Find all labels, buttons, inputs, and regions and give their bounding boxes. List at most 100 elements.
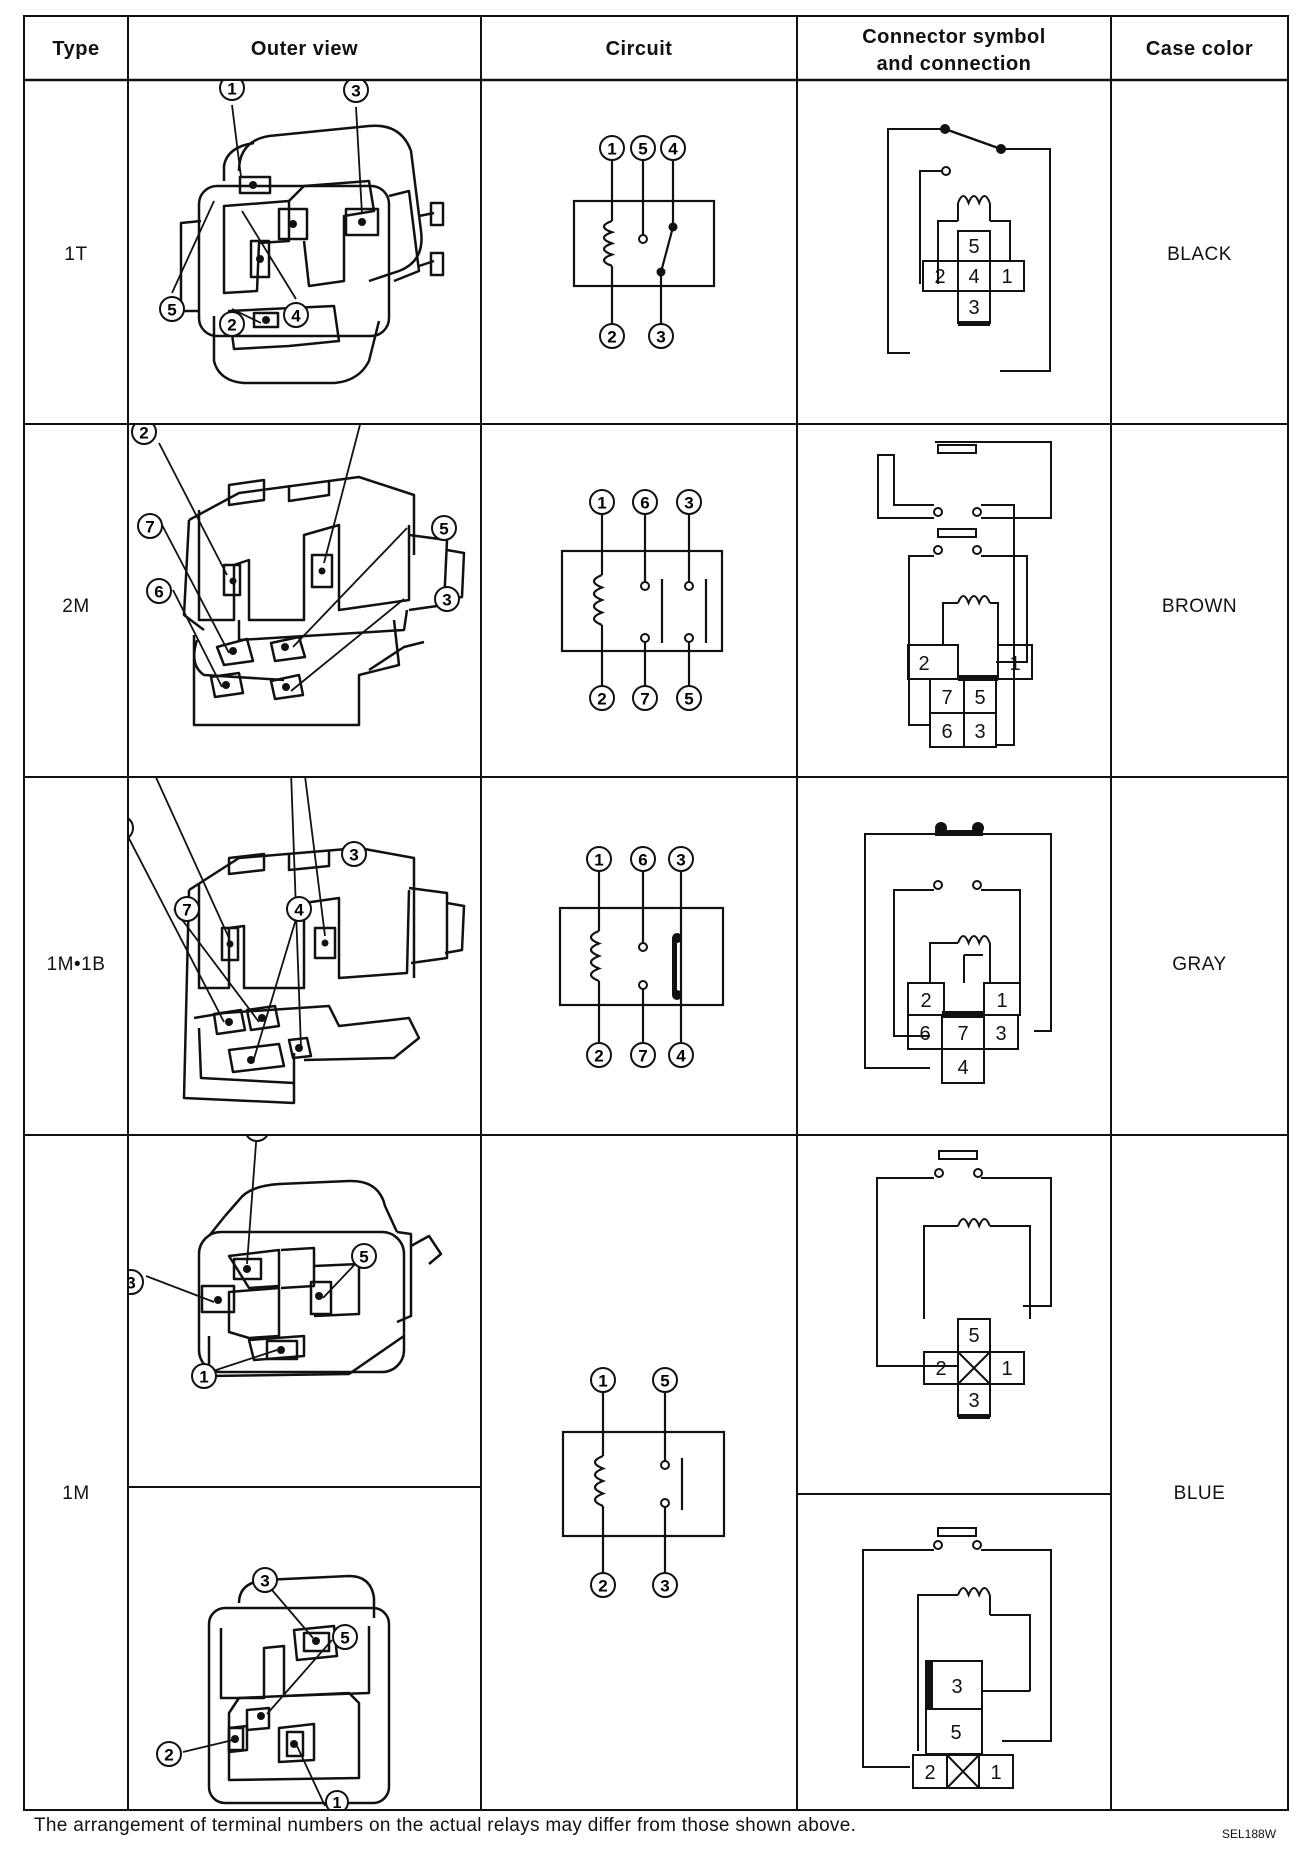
- header-connector-line1: Connector symbol: [862, 26, 1046, 48]
- terminal-label: 3: [951, 1676, 962, 1698]
- case-color-cell: GRAY: [1172, 954, 1227, 975]
- terminal-label: 6: [640, 494, 649, 513]
- terminal-label: 2: [139, 425, 148, 443]
- outer-view-1m-b-terminal-1: 1: [325, 1790, 349, 1809]
- type-cell: 1M: [62, 1483, 90, 1504]
- terminal-label: 1: [1001, 1358, 1012, 1380]
- outer-view-2m: 2 1 7 5 6 3: [131, 425, 466, 727]
- terminal-label: 1: [1001, 266, 1012, 288]
- terminal-label: 5: [950, 1722, 961, 1744]
- terminal-label: 3: [351, 82, 360, 101]
- terminal-label: 4: [968, 266, 979, 288]
- circuit-1t: 1 5 4 2 3: [572, 135, 716, 349]
- terminal-label: 2: [924, 1762, 935, 1784]
- terminal-label: 1: [990, 1762, 1001, 1784]
- terminal-label: 2: [934, 266, 945, 288]
- terminal-label: 1: [227, 81, 236, 99]
- terminal-label: 3: [968, 1390, 979, 1412]
- terminal-label: 1: [333, 1795, 342, 1809]
- terminal-label: 1: [607, 140, 616, 159]
- terminal-label: 5: [340, 1629, 349, 1648]
- terminal-label: 3: [260, 1572, 269, 1591]
- terminal-label: 3: [660, 1577, 669, 1596]
- terminal-label: 5: [439, 520, 448, 539]
- terminal-label: 2: [597, 690, 606, 709]
- terminal-label: 5: [974, 687, 985, 709]
- terminal-label: 4: [294, 901, 304, 920]
- outer-view-1m-b: 3 5 2: [156, 1567, 391, 1807]
- terminal-label: 7: [941, 687, 952, 709]
- terminal-label: 1: [199, 1368, 208, 1387]
- terminal-label: 5: [167, 301, 176, 320]
- terminal-label: 1: [597, 494, 606, 513]
- type-cell: 1T: [64, 244, 88, 265]
- terminal-label: 3: [442, 591, 451, 610]
- terminal-label: 6: [154, 583, 163, 602]
- terminal-label: 3: [968, 297, 979, 319]
- case-color-cell: BLACK: [1167, 244, 1232, 265]
- terminal-label: 3: [129, 1274, 136, 1293]
- case-color-cell: BROWN: [1161, 596, 1238, 617]
- terminal-label: 2: [594, 1047, 603, 1066]
- terminal-label: 3: [349, 846, 358, 865]
- outer-view-1m1b: 2 1 6 3 7 4: [129, 778, 466, 1105]
- terminal-label: 1: [594, 851, 603, 870]
- connector-1m-a: 5 2 1 3: [876, 1150, 1052, 1419]
- terminal-label: 5: [638, 140, 647, 159]
- terminal-label: 1: [598, 1372, 607, 1391]
- terminal-label: 1: [1009, 653, 1020, 675]
- outer-view-1t: 1 3 5 2 4: [159, 81, 445, 385]
- terminal-label: 2: [164, 1746, 173, 1765]
- figure-code: SEL188W: [1222, 1827, 1277, 1841]
- terminal-label: 7: [145, 518, 154, 537]
- footnote: The arrangement of terminal numbers on t…: [34, 1815, 857, 1836]
- header-connector-line2: and connection: [876, 53, 1032, 75]
- terminal-label: 4: [668, 140, 678, 159]
- terminal-label: 7: [640, 690, 649, 709]
- terminal-label: 2: [935, 1358, 946, 1380]
- terminal-label: 5: [660, 1372, 669, 1391]
- terminal-label: 3: [995, 1023, 1006, 1045]
- circuit-1m1b: 1 6 3 2 7 4: [558, 846, 725, 1068]
- terminal-label: 3: [676, 851, 685, 870]
- terminal-label: 4: [291, 307, 301, 326]
- terminal-label: 4: [676, 1047, 686, 1066]
- connector-1t: 5 2 4 1 3: [887, 124, 1051, 372]
- terminal-label: 2: [227, 316, 236, 335]
- type-cell: 2M: [62, 596, 90, 617]
- connector-1m-b: 3 5 2 1: [862, 1527, 1052, 1789]
- header-circuit: Circuit: [605, 38, 673, 60]
- terminal-label: 7: [957, 1023, 968, 1045]
- type-cell: 1M•1B: [46, 954, 106, 975]
- terminal-label: 5: [684, 690, 693, 709]
- terminal-label: 6: [919, 1023, 930, 1045]
- terminal-label: 6: [638, 851, 647, 870]
- terminal-label: 3: [684, 494, 693, 513]
- terminal-label: 5: [359, 1248, 368, 1267]
- header-connector: Connector symbol and connection: [797, 24, 1111, 78]
- header-type: Type: [52, 38, 100, 60]
- outer-view-1t-labels: 1 3 5 2 4: [159, 81, 369, 337]
- terminal-label: 3: [974, 721, 985, 743]
- terminal-label: 6: [941, 721, 952, 743]
- terminal-label: 4: [957, 1057, 968, 1079]
- terminal-label: 5: [968, 236, 979, 258]
- circuit-1m: 1 5 2 3: [561, 1367, 726, 1598]
- terminal-label: 2: [252, 1136, 261, 1140]
- terminal-label: 1: [996, 990, 1007, 1012]
- header-outer-view: Outer view: [250, 38, 359, 60]
- terminal-label: 5: [968, 1325, 979, 1347]
- terminal-label: 7: [638, 1047, 647, 1066]
- terminal-label: 2: [920, 990, 931, 1012]
- case-color-cell: BLUE: [1173, 1483, 1226, 1504]
- circuit-2m: 1 6 3 2 7 5: [560, 489, 724, 711]
- header-case-color: Case color: [1145, 38, 1254, 60]
- terminal-label: 2: [918, 653, 929, 675]
- terminal-label: 7: [182, 901, 191, 920]
- outer-view-1m-a: 2 3 5 1: [129, 1136, 443, 1389]
- terminal-label: 2: [598, 1577, 607, 1596]
- terminal-label: 2: [607, 328, 616, 347]
- terminal-label: 3: [656, 328, 665, 347]
- connector-1m1b: 2 1 6 7 3 4: [864, 822, 1052, 1084]
